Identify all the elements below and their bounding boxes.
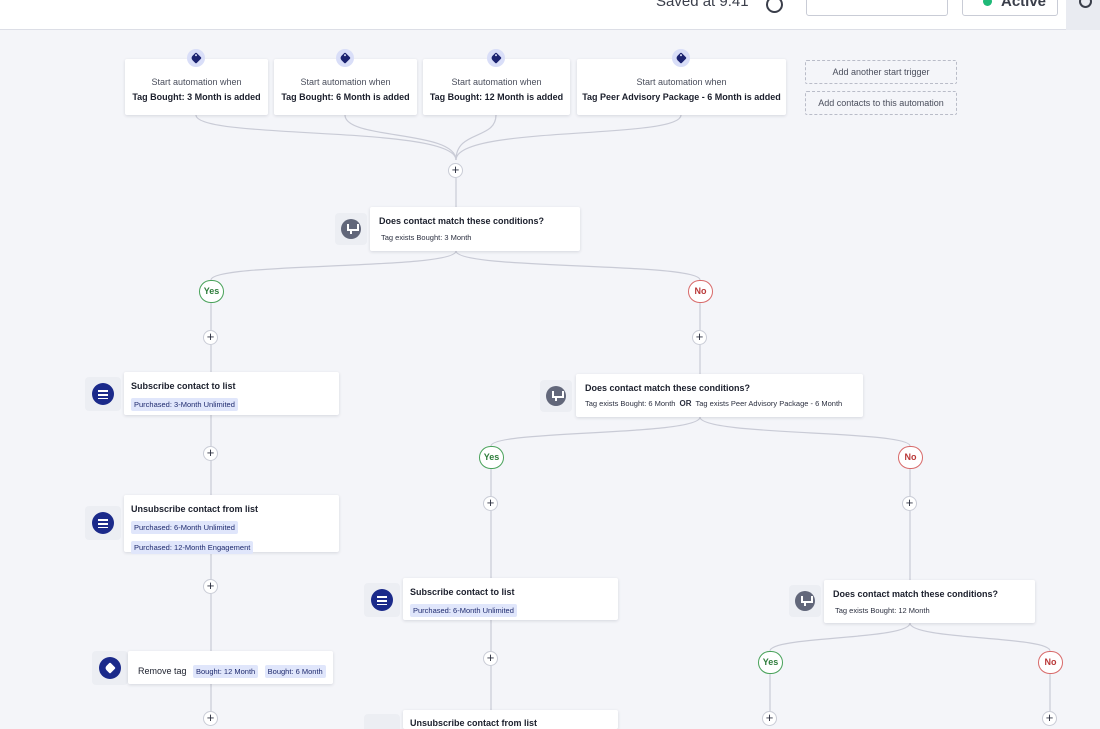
trigger-card-3-month[interactable]: Start automation when Tag Bought: 3 Mont… [125,59,268,115]
add-contacts-button[interactable]: Add contacts to this automation [805,91,957,115]
tag-chip: Bought: 12 Month [192,665,259,678]
condition-icon [335,213,367,245]
add-step-button[interactable]: + [902,496,917,511]
yes-branch-label: Yes [758,651,783,674]
add-step-button[interactable]: + [762,711,777,726]
tag-action-icon [99,657,121,679]
add-step-button[interactable]: + [203,711,218,726]
yes-branch-label: Yes [479,446,504,469]
condition-rule: Tag exists Bought: 3 Month [381,233,472,242]
action-icon-frame [364,714,400,729]
condition-title: Does contact match these conditions? [379,216,545,226]
list-chip: Purchased: 12-Month Engagement [131,541,254,554]
trigger-subtitle: Start automation when [451,77,542,87]
action-title: Remove tag [138,666,187,676]
add-step-button[interactable]: + [483,651,498,666]
trigger-title: Tag Bought: 12 Month is added [429,92,564,102]
trigger-title: Tag Bought: 3 Month is added [132,92,261,102]
trigger-card-peer-advisory[interactable]: Start automation when Tag Peer Advisory … [577,59,786,115]
add-step-button[interactable]: + [483,496,498,511]
trigger-title: Tag Bought: 6 Month is added [281,92,410,102]
tag-icon [187,49,205,67]
remove-tag-action-card[interactable]: Remove tag Bought: 12 Month Bought: 6 Mo… [128,651,333,684]
list-chip: Purchased: 3-Month Unlimited [131,398,238,411]
no-branch-label: No [1038,651,1063,674]
settings-icon[interactable] [1079,0,1092,8]
trigger-subtitle: Start automation when [300,77,391,87]
tag-chip: Bought: 6 Month [264,665,326,678]
condition-icon [789,585,821,617]
status-toggle-button[interactable]: Active [962,0,1058,16]
action-title: Subscribe contact to list [410,587,515,597]
no-branch-label: No [688,280,713,303]
add-step-button[interactable]: + [203,446,218,461]
condition-title: Does contact match these conditions? [585,383,751,393]
list-icon [92,383,114,405]
condition-card-6-month[interactable]: Does contact match these conditions? Tag… [576,374,863,417]
list-chip: Purchased: 6-Month Unlimited [410,604,517,617]
settings-pane[interactable] [1066,0,1100,30]
automation-name-input[interactable] [806,0,948,16]
top-bar: Saved at 9:41 Active [0,0,1100,30]
trigger-title: Tag Peer Advisory Package - 6 Month is a… [582,92,781,102]
list-icon [371,589,393,611]
add-start-trigger-button[interactable]: Add another start trigger [805,60,957,84]
condition-title: Does contact match these conditions? [833,589,999,599]
tag-icon [336,49,354,67]
yes-branch-label: Yes [199,280,224,303]
add-step-button[interactable]: + [692,330,707,345]
help-icon[interactable] [766,0,783,13]
action-title: Unsubscribe contact from list [410,718,538,728]
subscribe-action-card[interactable]: Subscribe contact to list Purchased: 3-M… [124,372,339,415]
active-dot-icon [983,0,992,6]
add-step-button[interactable]: + [1042,711,1057,726]
trigger-subtitle: Start automation when [151,77,242,87]
status-toggle-label: Active [1001,0,1047,10]
add-step-button[interactable]: + [448,163,463,178]
condition-rule: Tag exists Bought: 6 Month [585,399,676,408]
trigger-subtitle: Start automation when [636,77,727,87]
list-icon [92,512,114,534]
no-branch-label: No [898,446,923,469]
condition-icon [540,380,572,412]
unsubscribe-action-card[interactable]: Unsubscribe contact from list [403,710,618,729]
unsubscribe-action-card[interactable]: Unsubscribe contact from list Purchased:… [124,495,339,554]
or-operator: OR [679,399,692,408]
trigger-card-12-month[interactable]: Start automation when Tag Bought: 12 Mon… [423,59,570,115]
save-status: Saved at 9:41 [656,0,749,10]
tag-icon [487,49,505,67]
add-step-button[interactable]: + [203,330,218,345]
condition-card-3-month[interactable]: Does contact match these conditions? Tag… [370,207,580,251]
action-title: Subscribe contact to list [131,381,236,391]
list-chip: Purchased: 6-Month Unlimited [131,521,238,534]
trigger-card-6-month[interactable]: Start automation when Tag Bought: 6 Mont… [274,59,417,115]
subscribe-action-card[interactable]: Subscribe contact to list Purchased: 6-M… [403,578,618,620]
tag-icon [672,49,690,67]
condition-rule: Tag exists Bought: 12 Month [835,606,930,615]
condition-card-12-month[interactable]: Does contact match these conditions? Tag… [824,580,1035,623]
condition-rule: Tag exists Peer Advisory Package - 6 Mon… [695,399,843,408]
add-step-button[interactable]: + [203,579,218,594]
action-title: Unsubscribe contact from list [131,504,259,514]
